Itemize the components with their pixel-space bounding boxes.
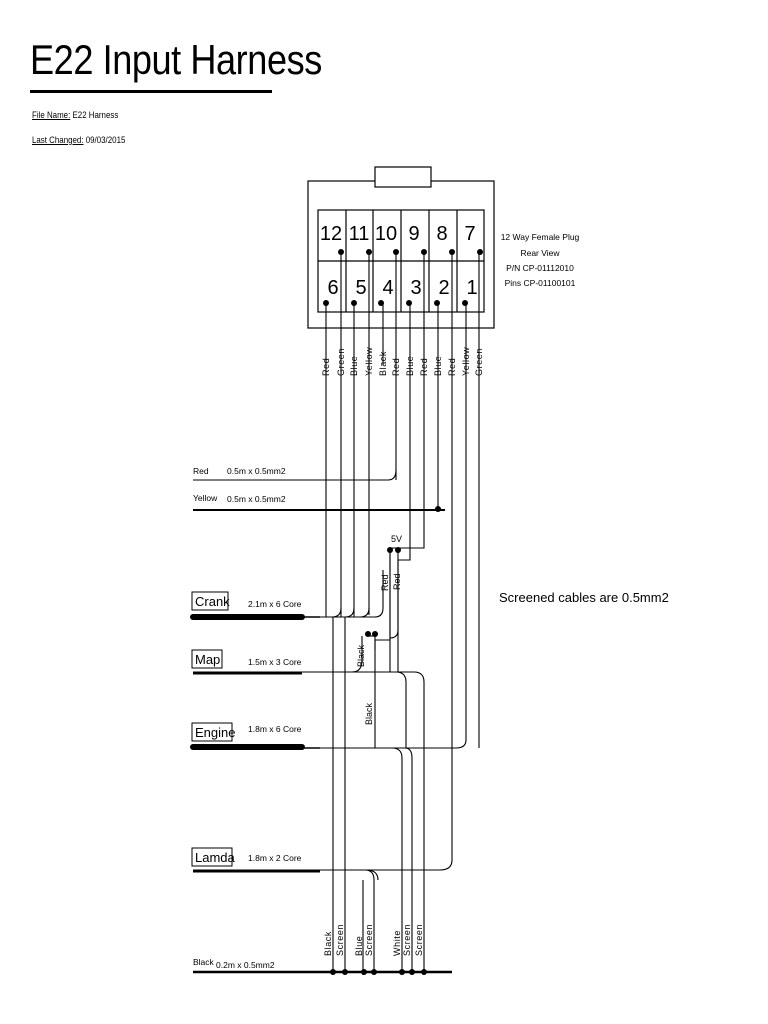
last-changed-value: 09/03/2015	[85, 135, 126, 145]
bottom-wire-label: White	[392, 930, 402, 956]
pin-dot	[434, 300, 440, 306]
connector-info-line: Pins CP-01100101	[505, 278, 576, 288]
pin-number-top: 10	[375, 223, 397, 245]
lamda-label-box	[191, 847, 233, 867]
pin-number-top: 7	[464, 223, 475, 245]
pin-number-bottom: 2	[438, 277, 449, 299]
connector-info-line: P/N CP-01112010	[506, 263, 574, 273]
pin-number-top: 9	[408, 223, 419, 245]
bottom-wire-label: Black	[323, 931, 333, 956]
black-wire-spec: 0.2m x 0.5mm2	[216, 960, 275, 970]
title-underline	[30, 90, 272, 93]
wire	[300, 303, 467, 749]
connector	[307, 166, 495, 329]
crank-spec: 2.1m x 6 Core	[248, 599, 302, 609]
wire	[382, 252, 397, 480]
bottom-wire-label: Screen	[402, 924, 412, 956]
yellow-wire-spec: 0.5m x 0.5mm2	[227, 494, 286, 504]
connector-key	[374, 166, 432, 188]
engine-label: Engine	[195, 725, 235, 740]
red-mid-label: Red	[392, 573, 402, 590]
connector-info-line: 12 Way Female Plug	[501, 232, 580, 242]
lamda-label: Lamda	[195, 850, 236, 865]
pin-dots	[323, 249, 483, 306]
bottom-wire-label: Screen	[335, 924, 345, 956]
file-name-value: E22 Harness	[72, 110, 119, 120]
engine-label-box	[191, 722, 233, 742]
cable-labels: Red 0.5m x 0.5mm2 Yellow 0.5m x 0.5mm2 C…	[191, 466, 302, 970]
pin-dot	[406, 300, 412, 306]
pin-number-bottom: 1	[466, 277, 477, 299]
cable-runs	[190, 509, 452, 974]
file-name-line: File Name: E22 Harness	[32, 110, 118, 120]
last-changed-label: Last Changed:	[32, 135, 84, 145]
connector-info-line: Rear View	[520, 248, 560, 258]
pin-number-bottom: 6	[327, 277, 338, 299]
lamda-spec: 1.8m x 2 Core	[248, 853, 302, 863]
pin-number-bottom: 3	[410, 277, 421, 299]
map-label-box	[191, 649, 223, 669]
pin-number-top: 8	[436, 223, 447, 245]
black-mid-label: Black	[356, 644, 366, 667]
red-wire-label: Red	[193, 466, 209, 476]
bottom-wire-label: Screen	[414, 924, 424, 956]
crank-label: Crank	[195, 594, 230, 609]
mid-labels: 5V Red Red Black Black	[356, 534, 402, 725]
connector-info: 12 Way Female Plug Rear View P/N CP-0111…	[501, 232, 580, 288]
map-label: Map	[195, 652, 220, 667]
pin-number-bottom: 4	[382, 277, 393, 299]
map-spec: 1.5m x 3 Core	[248, 657, 302, 667]
file-name-label: File Name:	[32, 110, 71, 120]
bottom-wire-label: Screen	[364, 924, 374, 956]
engine-spec: 1.8m x 6 Core	[248, 724, 302, 734]
black-wire-label: Black	[193, 957, 215, 967]
pin-number-top: 11	[349, 223, 370, 245]
five-v-label: 5V	[391, 534, 402, 544]
junction-dots	[330, 506, 441, 975]
last-changed-line: Last Changed: 09/03/2015	[32, 135, 125, 145]
screened-note: Screened cables are 0.5mm2	[499, 590, 669, 605]
bottom-wire-label: Blue	[354, 936, 364, 956]
pin-number-top: 12	[320, 223, 342, 245]
pin-number-bottom: 5	[355, 277, 366, 299]
pin-dot	[462, 300, 468, 306]
black-mid-label: Black	[364, 702, 374, 725]
page-title: E22 Input Harness	[30, 36, 322, 83]
wire	[320, 252, 453, 871]
pin-dot	[477, 249, 483, 255]
yellow-wire-label: Yellow	[193, 493, 218, 503]
wire	[397, 303, 411, 561]
red-wire-spec: 0.5m x 0.5mm2	[227, 466, 286, 476]
red-wire-run	[193, 469, 397, 481]
red-mid-label: Red	[380, 574, 390, 591]
crank-label-box	[191, 591, 229, 611]
